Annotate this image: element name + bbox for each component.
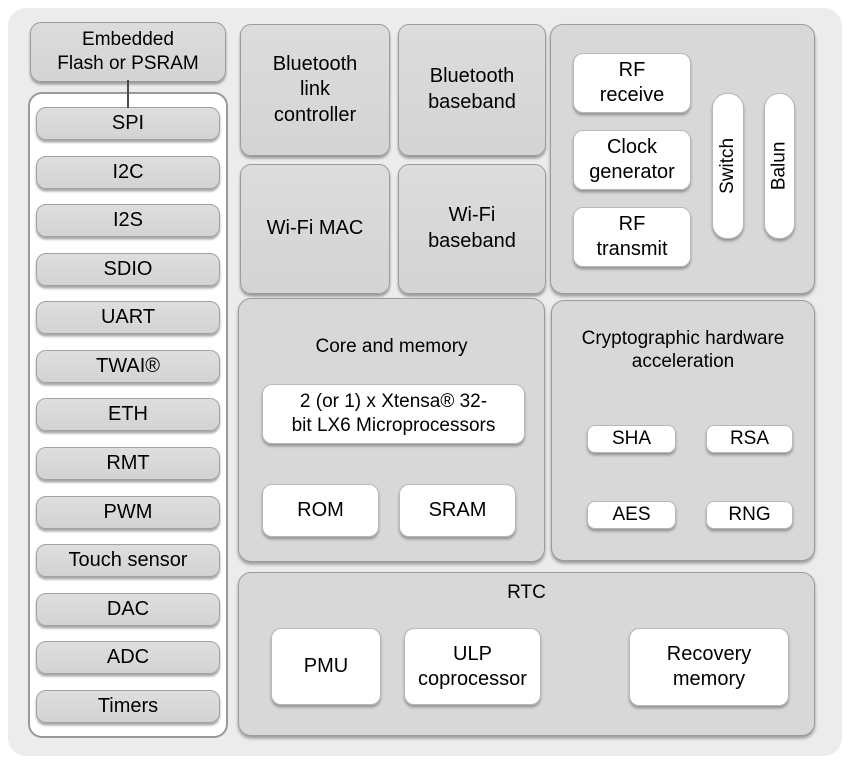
crypto-section: Cryptographic hardware acceleration SHA …	[551, 300, 815, 561]
peripheral-eth: ETH	[36, 398, 220, 432]
peripheral-pwm: PWM	[36, 495, 220, 529]
rtc-title: RTC	[507, 582, 546, 603]
clock-generator-label: Clock generator	[589, 136, 675, 183]
switch-label: Switch	[717, 138, 739, 194]
peripheral-adc: ADC	[36, 641, 220, 675]
rom-block: ROM	[262, 484, 379, 537]
peripheral-rmt: RMT	[36, 447, 220, 481]
rsa-block: RSA	[706, 425, 793, 453]
sram-label: SRAM	[428, 499, 487, 521]
bluetooth-baseband-block: Bluetooth baseband	[398, 24, 546, 156]
recovery-memory-block: Recovery memory	[629, 628, 789, 706]
sha-block: SHA	[587, 425, 676, 453]
wifi-mac-label: Wi-Fi MAC	[266, 217, 364, 240]
peripheral-dac: DAC	[36, 592, 220, 626]
peripheral-i2s: I2S	[36, 204, 220, 238]
bluetooth-link-controller-label: Bluetooth link controller	[272, 52, 358, 126]
balun-block: Balun	[764, 93, 795, 239]
connector-line	[127, 80, 129, 108]
wifi-baseband-block: Wi-Fi baseband	[398, 164, 546, 294]
crypto-title: Cryptographic hardware acceleration	[581, 328, 785, 373]
cpu-block: 2 (or 1) x Xtensa® 32-bit LX6 Microproce…	[262, 384, 525, 444]
bluetooth-baseband-label: Bluetooth baseband	[428, 65, 516, 113]
peripheral-spi: SPI	[36, 107, 220, 140]
rf-receive-block: RF receive	[573, 53, 691, 113]
peripheral-timers: Timers	[36, 689, 220, 723]
core-memory-section: Core and memory 2 (or 1) x Xtensa® 32-bi…	[238, 298, 545, 562]
rng-block: RNG	[706, 501, 793, 529]
balun-label: Balun	[768, 141, 790, 191]
wifi-mac-block: Wi-Fi MAC	[240, 164, 390, 294]
rf-receive-label: RF receive	[599, 59, 665, 106]
peripherals-container: SPI I2C I2S SDIO UART TWAI® ETH RMT PWM …	[28, 92, 228, 738]
peripheral-twai: TWAI®	[36, 349, 220, 383]
rf-transmit-label: RF transmit	[596, 213, 668, 260]
rf-transmit-block: RF transmit	[573, 207, 691, 267]
rom-label: ROM	[297, 499, 344, 521]
peripheral-uart: UART	[36, 301, 220, 335]
pmu-block: PMU	[271, 628, 381, 705]
switch-block: Switch	[712, 93, 744, 239]
ulp-coprocessor-label: ULP coprocessor	[418, 642, 527, 690]
ulp-coprocessor-block: ULP coprocessor	[404, 628, 541, 705]
peripheral-sdio: SDIO	[36, 252, 220, 286]
sram-block: SRAM	[399, 484, 516, 537]
rf-section: RF receive Clock generator RF transmit S…	[550, 24, 815, 294]
clock-generator-block: Clock generator	[573, 130, 691, 190]
peripheral-touch-sensor: Touch sensor	[36, 544, 220, 578]
bluetooth-link-controller-block: Bluetooth link controller	[240, 24, 390, 156]
wifi-baseband-label: Wi-Fi baseband	[428, 204, 516, 252]
recovery-memory-label: Recovery memory	[666, 643, 752, 690]
peripheral-i2c: I2C	[36, 155, 220, 189]
cpu-label: 2 (or 1) x Xtensa® 32-bit LX6 Microproce…	[291, 391, 496, 436]
rtc-section: RTC PMU ULP coprocessor Recovery memory	[238, 572, 815, 736]
core-memory-title: Core and memory	[315, 336, 468, 357]
pmu-label: PMU	[303, 655, 349, 677]
aes-block: AES	[587, 501, 676, 529]
